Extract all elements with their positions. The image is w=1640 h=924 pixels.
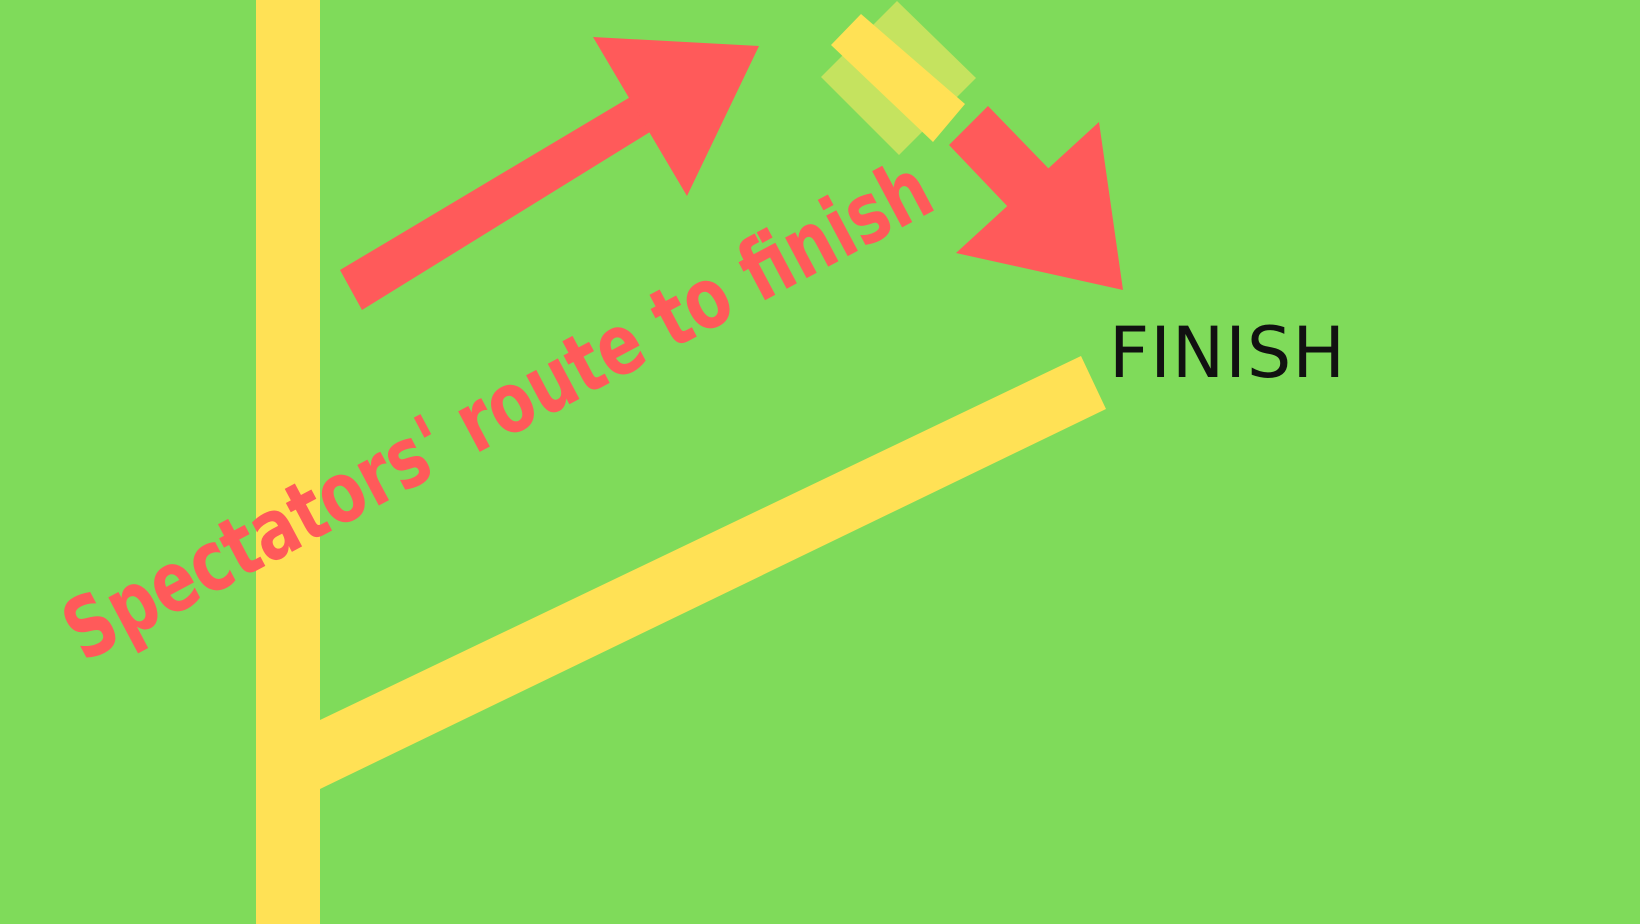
- diagonal-course-path-to-finish: [320, 356, 1106, 789]
- finish-label: FINISH: [1109, 312, 1346, 394]
- vertical-course-path: [256, 0, 320, 924]
- arrow-head: [593, 37, 759, 196]
- arrow-head: [956, 122, 1123, 290]
- route-arrow-up-right-icon: [340, 37, 759, 310]
- marker-front-plate: [831, 14, 965, 142]
- arrow-shaft: [340, 96, 650, 310]
- crossing-marker-icon: [821, 1, 976, 155]
- route-arrow-down-right-icon: [949, 106, 1123, 290]
- arrow-shaft: [949, 106, 1050, 209]
